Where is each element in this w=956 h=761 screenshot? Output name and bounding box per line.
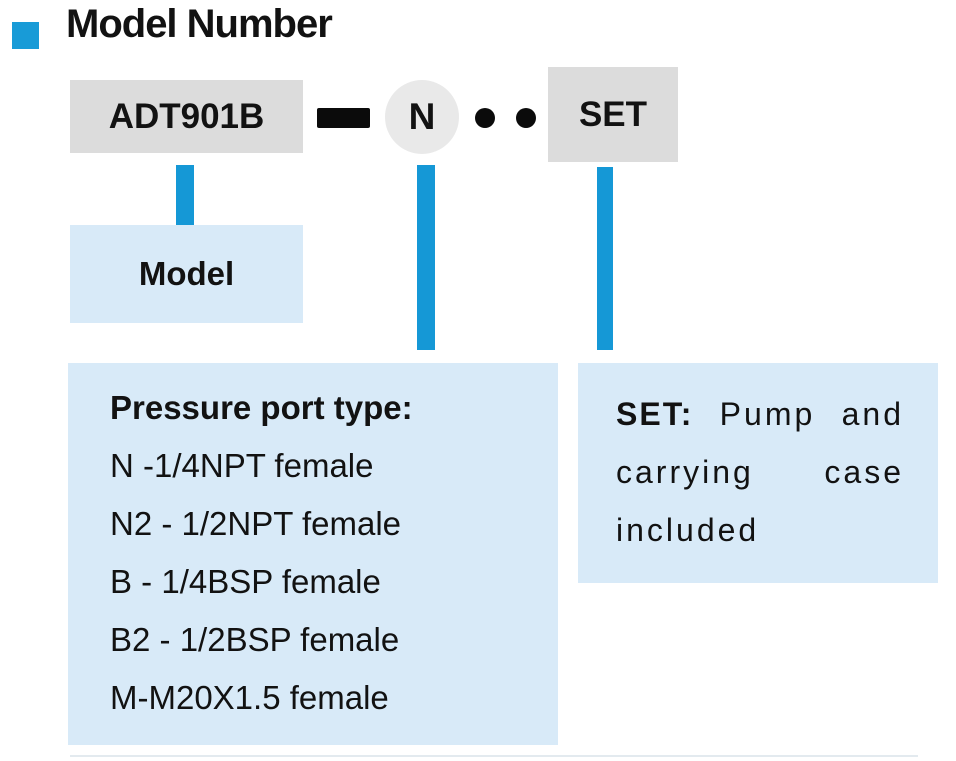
page-title: Model Number bbox=[66, 2, 333, 46]
port-option: B - 1/4BSP female bbox=[110, 563, 381, 600]
port-option: B2 - 1/2BSP female bbox=[110, 621, 400, 658]
model-callout: Model bbox=[70, 225, 303, 323]
bottom-divider bbox=[70, 755, 918, 757]
placeholder-dot-icon bbox=[475, 108, 495, 128]
port-code-circle: N bbox=[385, 80, 459, 154]
connector-line-set bbox=[597, 167, 613, 350]
port-option: M-M20X1.5 female bbox=[110, 679, 389, 716]
model-callout-label: Model bbox=[138, 255, 235, 292]
port-type-callout: Pressure port type: N -1/4NPT female N2 … bbox=[68, 363, 558, 745]
set-callout-text: Pump and carrying case included bbox=[616, 396, 904, 548]
section-bullet-icon bbox=[12, 22, 39, 49]
set-code-label: SET bbox=[578, 94, 648, 134]
port-option: N -1/4NPT female bbox=[110, 447, 374, 484]
port-type-heading: Pressure port type: bbox=[110, 389, 413, 426]
port-code-label: N bbox=[408, 96, 436, 137]
port-option: N2 - 1/2NPT female bbox=[110, 505, 402, 542]
placeholder-dot-icon bbox=[516, 108, 536, 128]
dash-separator bbox=[317, 108, 370, 128]
set-callout: SET: Pump and carrying case included bbox=[578, 363, 938, 583]
model-code-label: ADT901B bbox=[108, 96, 265, 136]
connector-line-model bbox=[176, 165, 194, 225]
model-code-box: ADT901B bbox=[70, 80, 303, 153]
set-code-box: SET bbox=[548, 67, 678, 162]
connector-line-port bbox=[417, 165, 435, 350]
set-callout-keyword: SET: bbox=[616, 396, 694, 432]
